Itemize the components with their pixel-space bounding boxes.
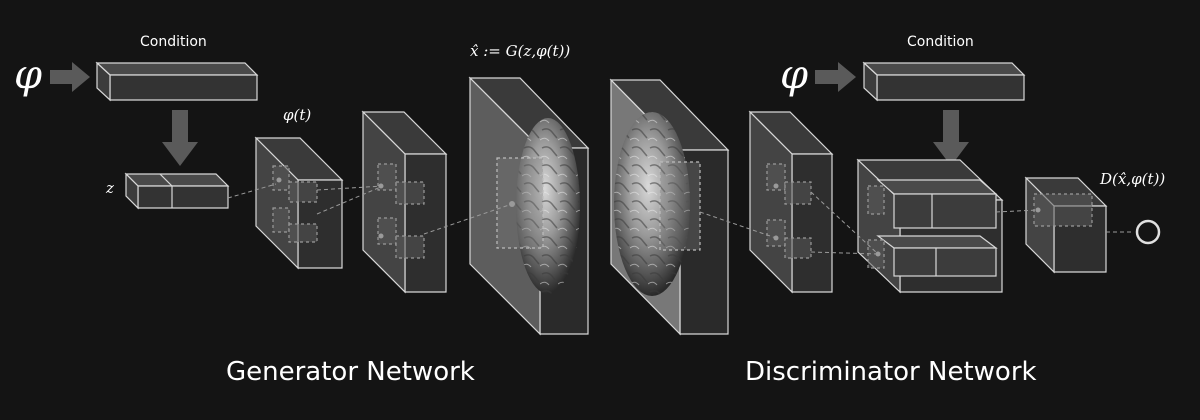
discriminator-condition-label: Condition <box>907 34 974 50</box>
generator-feature-map-1 <box>254 136 344 270</box>
discriminator-connectors <box>699 191 1134 255</box>
generator-connectors <box>227 183 513 235</box>
generator-condition-down-arrow <box>162 110 198 166</box>
discriminator-feature-map <box>748 110 834 294</box>
discriminator-phi-symbol: φ <box>780 52 808 98</box>
output-neuron <box>1135 219 1161 245</box>
generator-feature-map-2 <box>361 110 448 294</box>
generator-network-title: Generator Network <box>226 357 475 387</box>
generator-condition-block <box>95 61 259 102</box>
phi-t-label: φ(t) <box>283 106 311 124</box>
generator-node-dot-3 <box>378 233 384 239</box>
generator-phi-symbol: φ <box>14 52 42 98</box>
discriminator-condition-block <box>862 61 1026 102</box>
generator-node-dot-2 <box>378 183 384 189</box>
generator-condition-label: Condition <box>140 34 207 50</box>
discriminator-node-dot-2 <box>773 235 779 241</box>
discriminator-node-dot-4 <box>1035 207 1041 213</box>
generator-output-label: x̂ := G(z,φ(t)) <box>470 42 570 60</box>
discriminator-node-dot-3 <box>875 251 881 257</box>
discriminator-node-dot-1 <box>773 183 779 189</box>
discriminator-condition-down-arrow <box>933 110 969 166</box>
z-label: z <box>105 179 114 197</box>
discriminator-output-label: D(x̂,φ(t)) <box>1099 170 1165 188</box>
generated-earth-image <box>516 118 580 294</box>
discriminator-network-title: Discriminator Network <box>745 357 1037 387</box>
generator-input-arrow <box>50 62 90 92</box>
noise-z-block <box>124 172 230 210</box>
generator-node-dot-1 <box>276 177 282 183</box>
discriminator-concat-block <box>856 158 1004 294</box>
discriminator-input-arrow <box>815 62 856 92</box>
discriminator-input-slab <box>609 78 730 336</box>
generated-image-slab <box>468 76 590 336</box>
discriminator-final-block <box>1024 176 1108 274</box>
